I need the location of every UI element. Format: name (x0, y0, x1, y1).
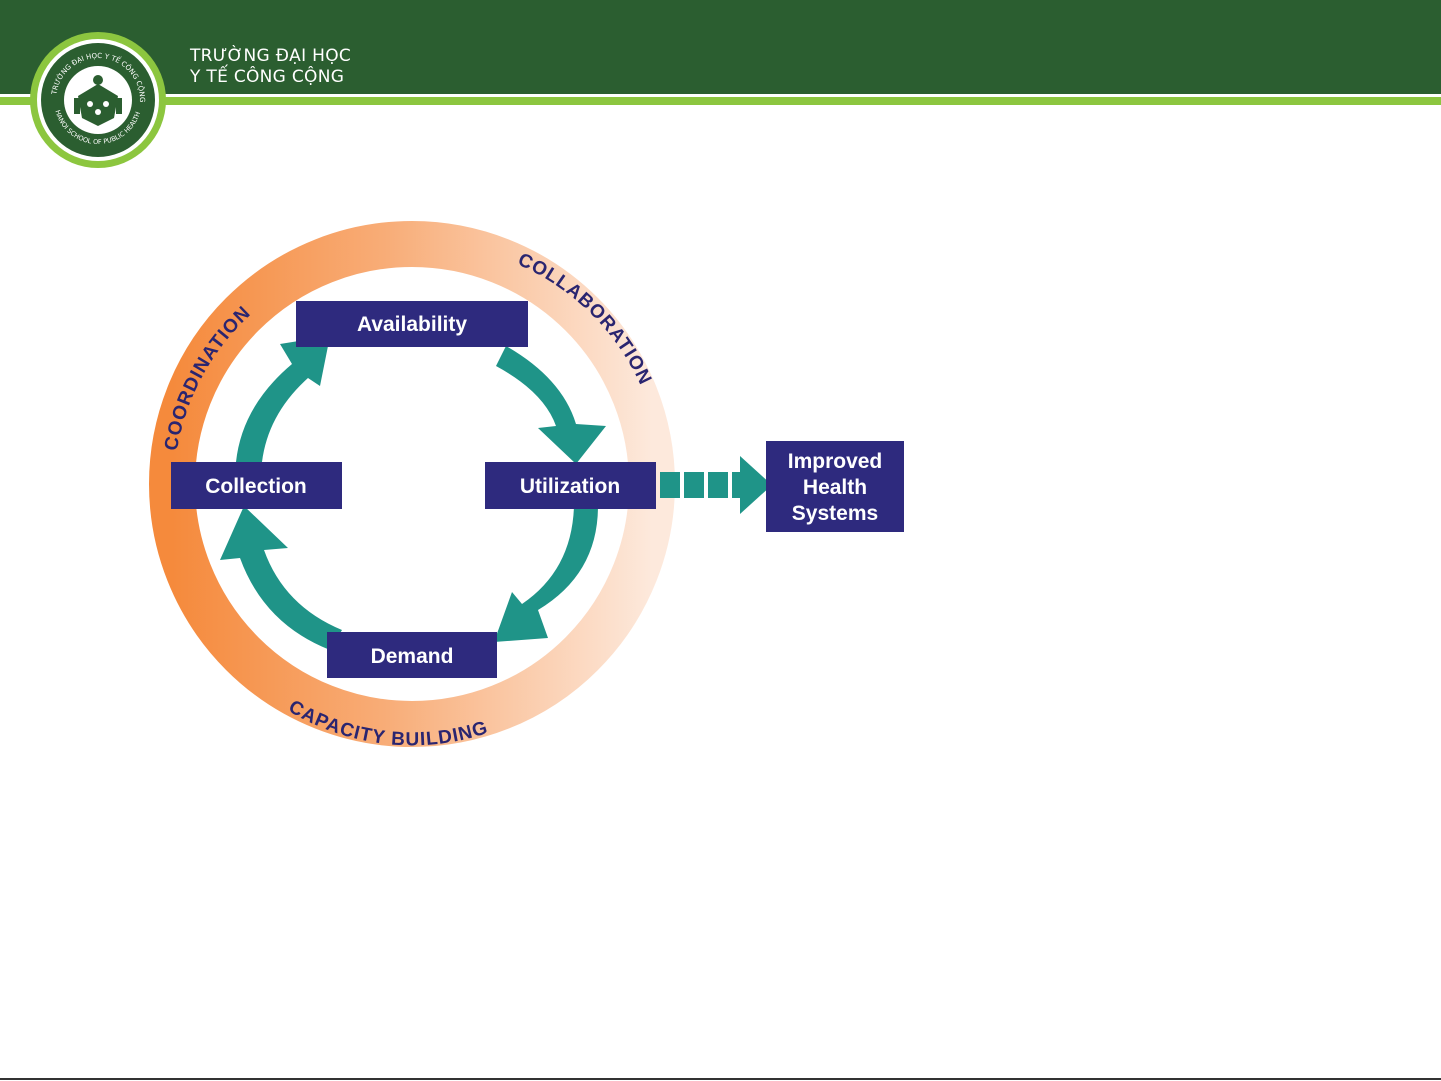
connector-dash-1 (660, 472, 680, 498)
node-utilization-label: Utilization (520, 475, 620, 498)
outcome-label-line2: Health (803, 476, 867, 499)
node-availability: Availability (296, 301, 528, 347)
node-utilization: Utilization (485, 462, 656, 509)
node-demand: Demand (327, 632, 497, 678)
node-demand-label: Demand (371, 645, 454, 668)
connector-dash-2 (684, 472, 704, 498)
outcome-label-line1: Improved (788, 450, 883, 473)
connector-dash-3 (708, 472, 728, 498)
bottom-rule (0, 1078, 1441, 1080)
arrow-collection-to-availability (236, 336, 330, 462)
node-collection: Collection (171, 462, 342, 509)
node-collection-label: Collection (205, 475, 307, 498)
outcome-label-line3: Systems (792, 502, 878, 525)
arrow-availability-to-utilization (496, 346, 606, 464)
node-improved-health-systems: Improved Health Systems (766, 441, 904, 532)
node-availability-label: Availability (357, 313, 467, 336)
